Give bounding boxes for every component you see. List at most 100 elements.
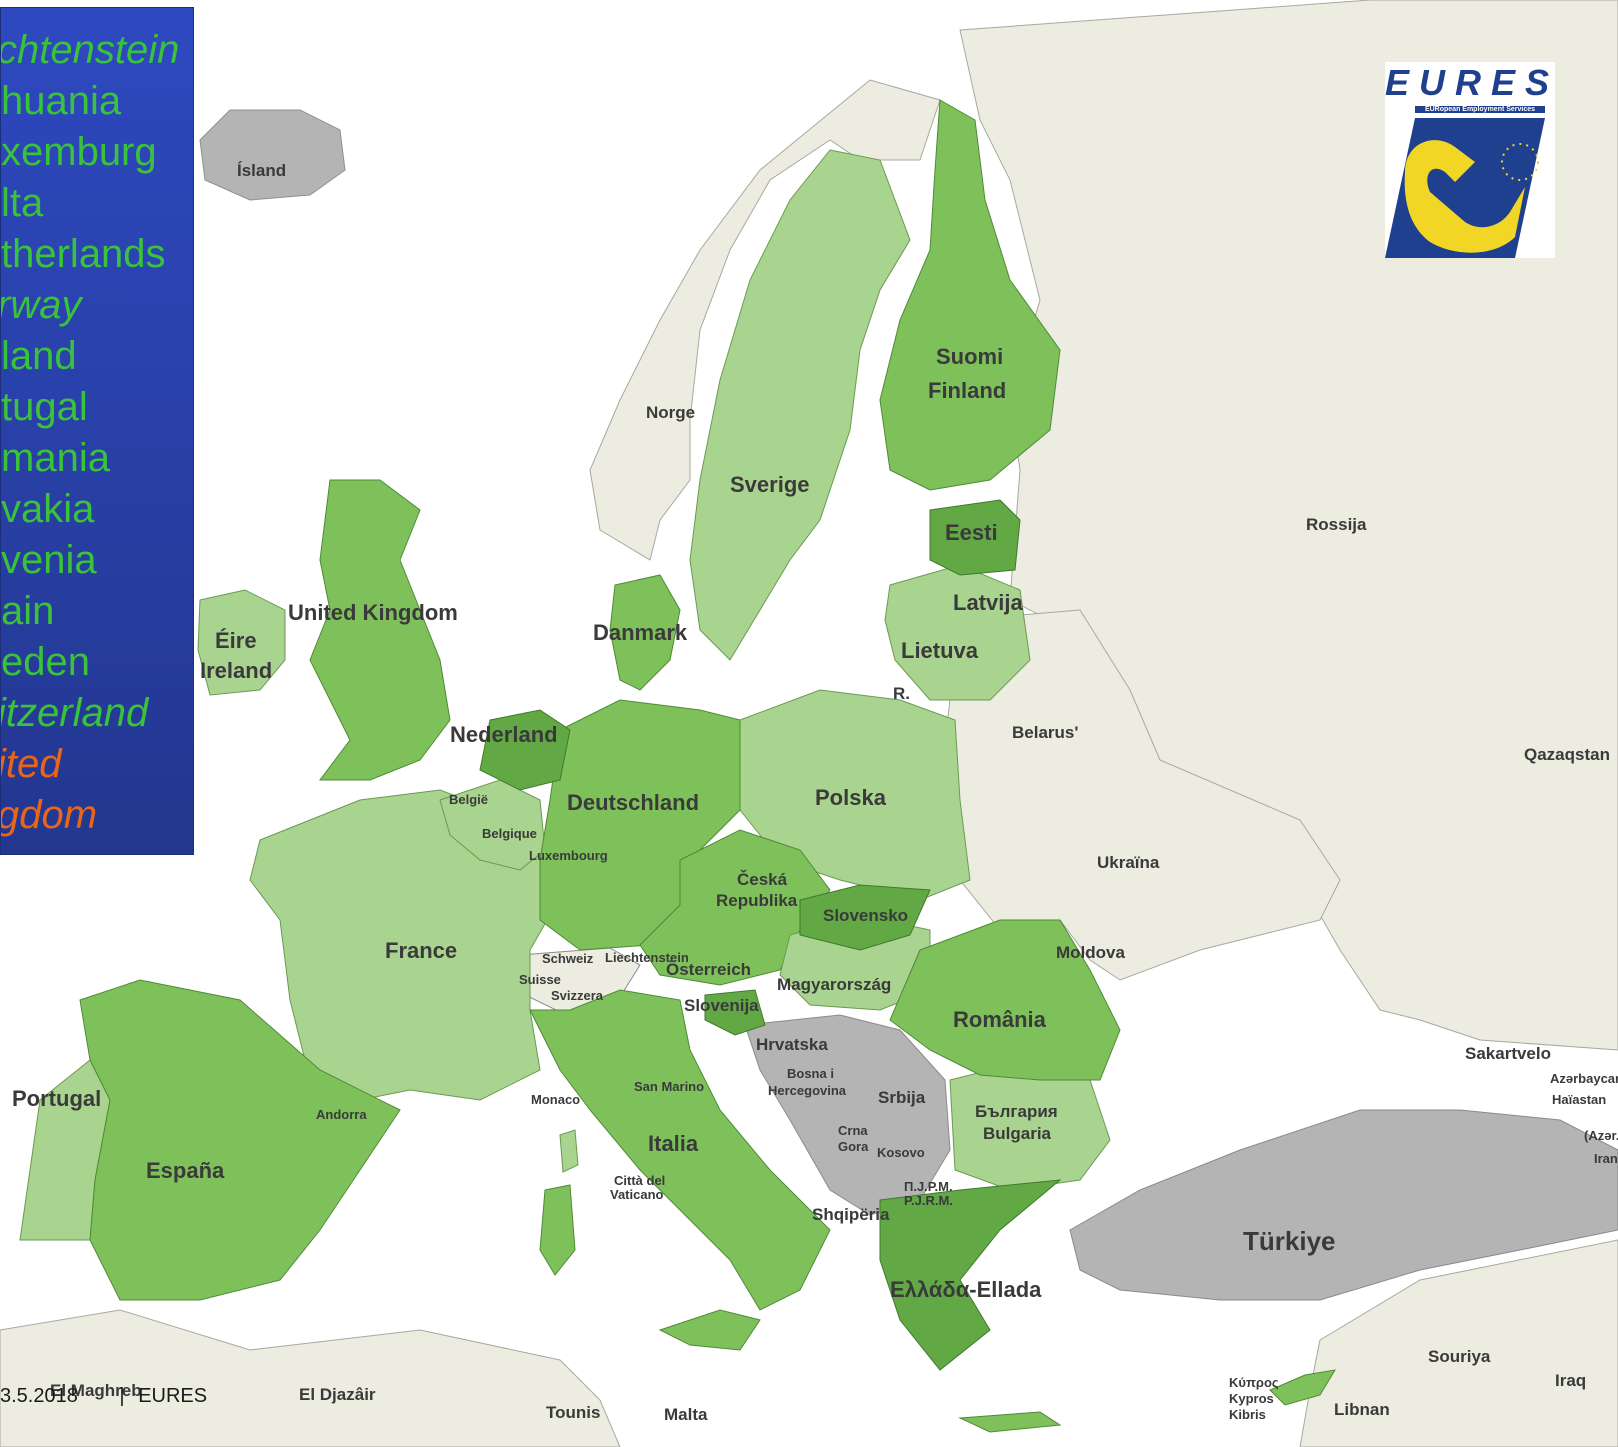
label-hrvatska: Hrvatska bbox=[756, 1035, 828, 1054]
label-ceska-1: Česká bbox=[737, 870, 788, 889]
label-eire: Éire bbox=[215, 628, 257, 653]
region-czech-austria bbox=[639, 829, 831, 986]
label-vaticano-1: Città del bbox=[614, 1173, 665, 1188]
label-kaliningrad: R. bbox=[893, 684, 910, 703]
legend-item: tugal bbox=[1, 385, 88, 429]
label-srbija: Srbija bbox=[878, 1088, 926, 1107]
label-finland: Finland bbox=[928, 378, 1006, 403]
label-italia: Italia bbox=[648, 1131, 699, 1156]
label-azerbaycan: Azərbaycan bbox=[1550, 1071, 1618, 1086]
label-kypros-2: Kypros bbox=[1229, 1391, 1274, 1406]
label-san-marino: San Marino bbox=[634, 1079, 704, 1094]
label-france: France bbox=[385, 938, 457, 963]
legend-item: ited bbox=[0, 742, 62, 786]
region-italy bbox=[529, 989, 831, 1311]
logo-subtitle: EURopean Employment Services bbox=[1415, 106, 1545, 113]
label-qazaqstan: Qazaqstan bbox=[1524, 745, 1610, 764]
region-romania bbox=[889, 919, 1121, 1081]
region-north-africa bbox=[0, 1309, 621, 1447]
region-sardinia bbox=[539, 1184, 576, 1276]
label-lietuva: Lietuva bbox=[901, 638, 979, 663]
label-sakartvelo: Sakartvelo bbox=[1465, 1044, 1551, 1063]
label-liechtenstein: Liechtenstein bbox=[605, 950, 689, 965]
label-nederland: Nederland bbox=[450, 722, 558, 747]
region-iceland bbox=[199, 109, 346, 201]
label-ellada: Ελλάδα-Ellada bbox=[890, 1277, 1042, 1302]
label-kosovo: Kosovo bbox=[877, 1145, 925, 1160]
region-greece bbox=[879, 1179, 1062, 1371]
label-slovenija: Slovenija bbox=[684, 996, 759, 1015]
legend-item: rway bbox=[0, 283, 82, 327]
label-bulgaria: Bulgaria bbox=[983, 1124, 1052, 1143]
footer-separator: | bbox=[119, 1385, 125, 1407]
region-crete bbox=[958, 1411, 1062, 1433]
region-sicily bbox=[658, 1309, 761, 1351]
label-ireland: Ireland bbox=[200, 658, 272, 683]
label-ukraina: Ukraïna bbox=[1097, 853, 1160, 872]
label-island: Ísland bbox=[237, 161, 286, 180]
legend-item: therlands bbox=[1, 232, 166, 276]
legend-item: vakia bbox=[1, 487, 95, 531]
region-sweden bbox=[689, 149, 911, 661]
footer-org: EURES bbox=[138, 1385, 208, 1407]
region-finland bbox=[879, 99, 1061, 491]
label-souriya: Souriya bbox=[1428, 1347, 1491, 1366]
legend-item: xemburg bbox=[1, 130, 157, 174]
legend-item: land bbox=[1, 334, 77, 378]
label-romania: România bbox=[953, 1007, 1047, 1032]
label-ceska-2: Republika bbox=[716, 891, 798, 910]
region-turkey bbox=[1069, 1109, 1618, 1301]
region-slovakia bbox=[799, 884, 931, 951]
label-kypros-3: Kibris bbox=[1229, 1407, 1266, 1422]
label-osterreich: Österreich bbox=[666, 960, 751, 979]
region-netherlands bbox=[479, 709, 571, 791]
label-libnan: Libnan bbox=[1334, 1400, 1390, 1419]
label-bosna-2: Hercegovina bbox=[768, 1083, 847, 1098]
region-denmark bbox=[609, 574, 681, 691]
region-ireland bbox=[197, 589, 286, 696]
label-azer: (Azər.) bbox=[1584, 1128, 1618, 1143]
eures-logo: EURES EURopean Employment Services bbox=[1385, 62, 1555, 258]
label-polska: Polska bbox=[815, 785, 887, 810]
label-kypros-1: Κύπρος bbox=[1229, 1375, 1279, 1390]
legend-item: itzerland bbox=[0, 691, 149, 735]
label-tounis: Tounis bbox=[546, 1403, 600, 1422]
label-espana: España bbox=[146, 1158, 225, 1183]
label-sverige: Sverige bbox=[730, 472, 810, 497]
legend-item: ain bbox=[1, 589, 55, 633]
label-djazair: El Djazâir bbox=[299, 1385, 376, 1404]
region-corsica bbox=[559, 1129, 579, 1173]
footer: 3.5.2018 | EURES bbox=[0, 1385, 207, 1408]
region-estonia bbox=[929, 499, 1021, 576]
logo-handshake-icon bbox=[1385, 118, 1545, 258]
label-portugal: Portugal bbox=[12, 1086, 101, 1111]
label-monaco: Monaco bbox=[531, 1092, 580, 1107]
label-danmark: Danmark bbox=[593, 620, 688, 645]
label-belarus: Belarus' bbox=[1012, 723, 1078, 742]
label-pjrm-2: P.J.R.M. bbox=[904, 1193, 953, 1208]
label-schweiz: Schweiz bbox=[542, 951, 594, 966]
label-suomi: Suomi bbox=[936, 344, 1003, 369]
label-magyarorszag: Magyarország bbox=[777, 975, 891, 994]
label-pjrm-1: П.Ј.Р.М. bbox=[904, 1179, 953, 1194]
label-gora: Gora bbox=[838, 1139, 869, 1154]
label-shqiperia: Shqipëria bbox=[812, 1205, 890, 1224]
label-andorra: Andorra bbox=[316, 1107, 367, 1122]
label-crna: Crna bbox=[838, 1123, 868, 1138]
region-spain bbox=[79, 979, 401, 1301]
legend-item: chtenstein bbox=[0, 28, 180, 72]
legend-item: lta bbox=[1, 181, 44, 225]
label-malta: Malta bbox=[664, 1405, 708, 1424]
footer-date: 3.5.2018 bbox=[0, 1385, 78, 1407]
region-uk bbox=[309, 479, 451, 781]
label-moldova: Moldova bbox=[1056, 943, 1125, 962]
legend-item: mania bbox=[1, 436, 110, 480]
region-slovenia bbox=[704, 989, 766, 1036]
legend-item: venia bbox=[1, 538, 97, 582]
label-uk: United Kingdom bbox=[288, 600, 458, 625]
label-latvija: Latvija bbox=[953, 590, 1023, 615]
label-bulgaria-cyr: България bbox=[975, 1102, 1058, 1121]
label-iraq: Iraq bbox=[1555, 1371, 1586, 1390]
